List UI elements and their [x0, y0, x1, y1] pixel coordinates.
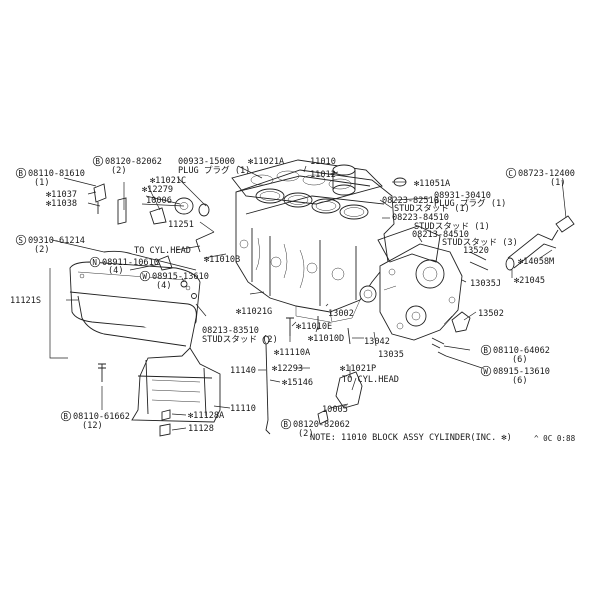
circle-letter-b: B	[483, 346, 488, 355]
water-hose	[505, 215, 575, 271]
part-label: ✻11010E	[296, 322, 332, 332]
part-label: ✻11010B	[204, 255, 240, 265]
part-note: TO CYL.HEAD	[342, 375, 399, 385]
bracket	[451, 311, 471, 333]
part-label: ✻12293	[272, 364, 303, 374]
part-label: 08120-82062	[293, 420, 350, 430]
part-label: 11110	[230, 404, 256, 414]
part-label: ✻11110A	[274, 348, 311, 358]
part-qty: (4)	[156, 281, 172, 291]
part-label: 08915-13610	[493, 367, 550, 377]
part-label: 08120-82062	[105, 157, 162, 167]
part-label: ✻14058M	[518, 257, 554, 267]
part-label: 11121S	[10, 296, 41, 306]
part-label: ✻12279	[142, 185, 173, 195]
circle-letter-c: C	[508, 169, 513, 178]
circle-letter-s: S	[18, 236, 23, 245]
part-label: 13002	[328, 309, 354, 319]
part-label: ✻11021P	[340, 364, 376, 374]
dipstick	[262, 335, 271, 435]
part-label: 08110-61662	[73, 412, 130, 422]
drawing-reference: ^ 0C 0:88	[534, 434, 576, 443]
cylinder-block	[235, 169, 395, 323]
circle-letter-b: B	[95, 157, 100, 166]
part-label: 08110-81610	[28, 169, 85, 179]
part-label: 11128	[188, 424, 214, 434]
part-note: STUDスタッド (1)	[394, 203, 470, 214]
part-label: 08223-84510	[392, 213, 449, 223]
part-note: STUDスタッド (2)	[202, 334, 278, 345]
mount-bracket	[335, 371, 363, 409]
centre-parts	[286, 285, 377, 345]
part-qty: (2)	[34, 245, 50, 255]
part-note: TO CYL.HEAD	[134, 246, 191, 256]
part-label: ✻11010D	[308, 334, 344, 344]
part-qty: (1)	[550, 178, 566, 188]
part-qty: (2)	[298, 429, 314, 439]
diagram-note: NOTE: 11010 BLOCK ASSY CYLINDER(INC. ✻)	[310, 433, 512, 443]
part-note: STUDスタッド (1)	[414, 221, 490, 232]
right-bolts	[431, 337, 447, 357]
circle-letter-w: W	[483, 367, 488, 376]
left-side-parts	[93, 183, 215, 299]
part-qty: (2)	[111, 166, 127, 176]
part-label: ✻11038	[46, 199, 77, 209]
part-label: 08723-12400	[518, 169, 575, 179]
oil-pan	[69, 291, 221, 423]
part-label: 08223-82510	[382, 196, 439, 206]
part-qty: (1)	[34, 178, 50, 188]
part-label: 13520	[463, 246, 489, 256]
part-label: ✻11021A	[248, 157, 285, 167]
front-cover	[379, 243, 463, 341]
drain-bolts	[98, 363, 171, 437]
part-label: 08911-10610	[102, 258, 159, 268]
part-label: 11012	[310, 170, 336, 180]
part-label: 00933-15000	[178, 157, 235, 167]
dipstick-guide	[103, 250, 197, 271]
cylinder-sleeve	[332, 164, 356, 196]
part-note: PLUG プラグ (1)	[434, 197, 506, 209]
callout-labels: 08110-81610 (1) 08120-82062 (2) 00933-15…	[10, 157, 575, 439]
circle-letter-b: B	[18, 169, 23, 178]
part-label: ✻11051A	[414, 179, 451, 189]
leader-lines	[49, 165, 567, 431]
part-label: 08931-30410	[434, 191, 491, 201]
front-gasket	[469, 251, 489, 271]
part-qty: (12)	[82, 421, 103, 431]
part-label: ✻21045	[514, 276, 545, 286]
part-label: 08915-13610	[152, 272, 209, 282]
part-label: 13035J	[470, 279, 501, 289]
part-label: 13042	[364, 337, 390, 347]
part-label: 13502	[478, 309, 504, 319]
part-note: PLUG プラグ (1)	[178, 164, 250, 176]
front-plate	[377, 225, 441, 263]
part-label: 08213-84510	[412, 230, 469, 240]
part-label: 11251	[168, 220, 194, 230]
part-label: ✻15146	[282, 378, 313, 388]
part-label: 10006	[146, 196, 172, 206]
part-label: ✻11037	[46, 190, 77, 200]
part-label: ✻11128A	[188, 411, 225, 421]
part-qty: (4)	[108, 266, 124, 276]
part-label: 11140	[230, 366, 256, 376]
part-note: STUDスタッド (3)	[442, 237, 518, 248]
circle-letter-b: B	[283, 420, 288, 429]
circle-letter-w: W	[142, 272, 147, 281]
circle-letter-n: N	[92, 258, 97, 267]
part-qty: (6)	[512, 355, 528, 365]
part-label: 13035	[378, 350, 404, 360]
part-label: ✻11021G	[236, 307, 272, 317]
circle-letter-b: B	[63, 412, 68, 421]
part-label: 11010	[310, 157, 336, 167]
part-qty: (6)	[512, 376, 528, 386]
part-label: 08110-64062	[493, 346, 550, 356]
part-label: 10005	[322, 405, 348, 415]
part-label: 08213-83510	[202, 326, 259, 336]
head-gasket	[231, 159, 383, 205]
part-label: ✻11021C	[150, 176, 186, 186]
circled-letters: B B S N W C B W B B	[15, 155, 517, 430]
part-label: 09310-61214	[28, 236, 85, 246]
